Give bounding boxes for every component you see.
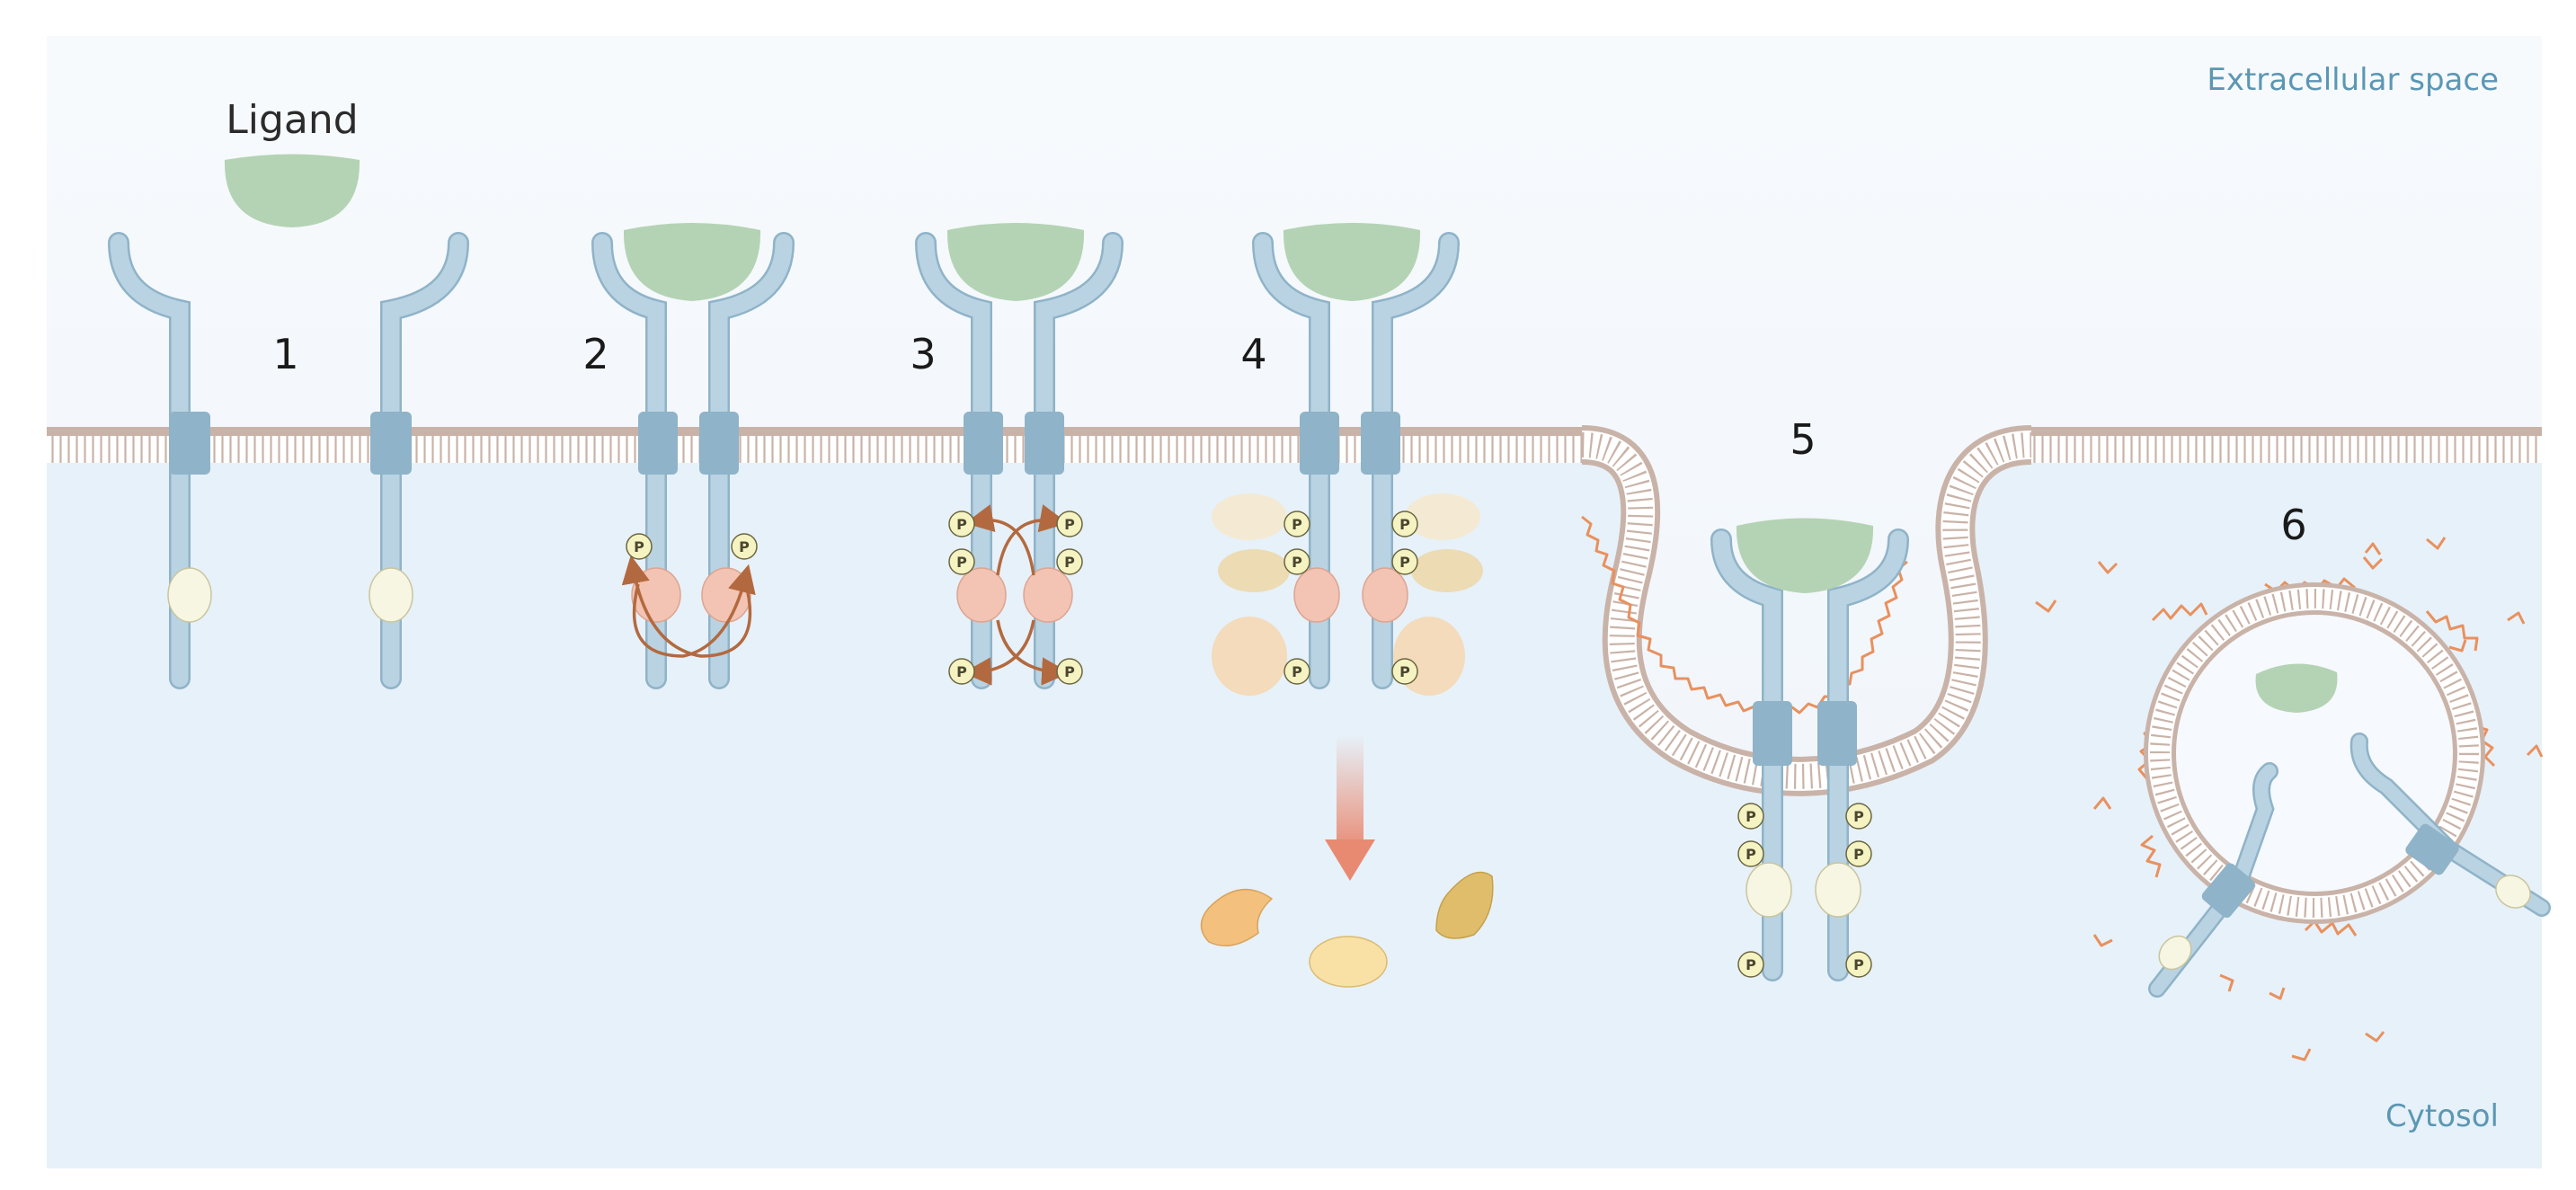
ligand-free: [224, 154, 360, 227]
receptor-dimer-step2: P P: [591, 232, 795, 689]
phosphate-label: P: [1853, 808, 1864, 825]
ligand-bound-step5: [1736, 518, 1874, 593]
phosphate-label: P: [1064, 554, 1075, 571]
phosphate-label: P: [956, 516, 967, 533]
plasma-membrane: [47, 427, 1582, 463]
downstream-arrow-head: [1325, 839, 1375, 881]
ligand-bound-step3: [946, 223, 1085, 301]
receptor-internalized-left: [2148, 762, 2278, 998]
extracellular-space-label: Extracellular space: [2207, 62, 2499, 98]
step-number-3: 3: [910, 330, 936, 378]
step-number-2: 2: [582, 330, 608, 378]
receptor-dimer-step3: P P P P P P: [915, 232, 1124, 689]
cytosol-region: [47, 445, 2542, 1168]
step-number-6: 6: [2280, 501, 2306, 549]
phosphate-label: P: [1064, 663, 1075, 680]
phosphate-label: P: [1292, 516, 1302, 533]
clathrin-pit-membrane: [1580, 425, 2033, 796]
phosphate-label: P: [956, 554, 967, 571]
receptor-dimer-step4: P P P P P P: [1252, 232, 1460, 689]
phosphate-label: P: [634, 538, 644, 555]
phosphate-label: P: [1399, 663, 1410, 680]
effector-protein-1: [1200, 888, 1274, 946]
step-number-1: 1: [272, 330, 298, 378]
effector-protein-3: [1435, 871, 1494, 939]
ligand-label: Ligand: [226, 97, 358, 143]
step-number-4: 4: [1240, 330, 1266, 378]
phosphate-label: P: [1292, 554, 1302, 571]
ligand-bound-step2: [623, 223, 761, 301]
phosphate-label: P: [1745, 846, 1756, 863]
plasma-membrane-right: [2022, 427, 2542, 463]
receptor-internalized-right: [2349, 733, 2551, 917]
phosphate-label: P: [956, 663, 967, 680]
phosphate-label: P: [1064, 516, 1075, 533]
receptor-monomer-right: [369, 232, 469, 689]
adaptor-proteins-step4: [1212, 493, 1483, 696]
phosphate-label: P: [1853, 956, 1864, 973]
phosphate-label: P: [1399, 554, 1410, 571]
endocytic-vesicle-lumen: [2167, 606, 2462, 901]
phosphate-label: P: [1292, 663, 1302, 680]
ligand-bound-step4: [1283, 223, 1421, 301]
clathrin-coat-pit: [1581, 515, 1908, 716]
phosphate-label: P: [1745, 956, 1756, 973]
cytosol-label: Cytosol: [2385, 1098, 2499, 1134]
phosphate-label: P: [1853, 846, 1864, 863]
downstream-arrow-shaft: [1337, 735, 1364, 841]
effector-protein-2: [1309, 936, 1388, 988]
ligand-internalized: [2255, 663, 2338, 713]
phosphate-label: P: [739, 538, 750, 555]
step-number-5: 5: [1790, 415, 1816, 464]
phosphate-label: P: [1745, 808, 1756, 825]
endocytic-vesicle-membrane: [2144, 582, 2485, 924]
receptor-dimer-step5: P P P P P P: [1710, 528, 1909, 981]
phosphate-label: P: [1399, 516, 1410, 533]
receptor-monomer-left: [108, 232, 212, 689]
